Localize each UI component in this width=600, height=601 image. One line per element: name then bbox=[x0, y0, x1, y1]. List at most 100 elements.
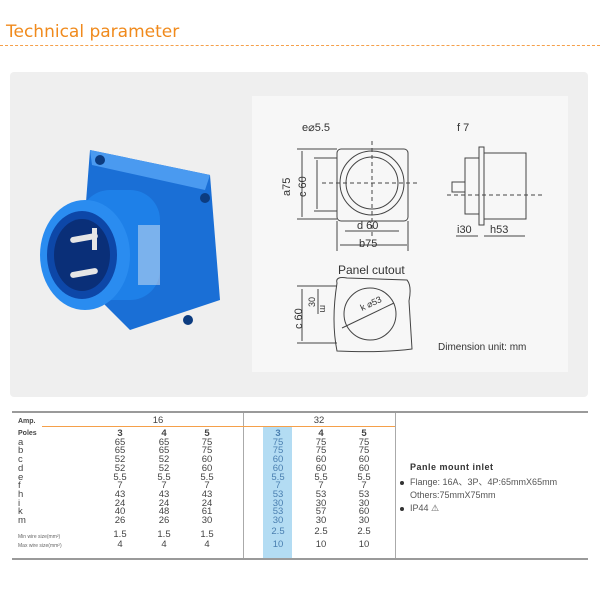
cell-16a: 7 bbox=[117, 480, 123, 492]
cell-32a: 75 bbox=[315, 445, 327, 457]
cell-32a: 75 bbox=[272, 445, 284, 457]
cell-16a: 65 bbox=[114, 445, 126, 457]
cell-32a: 75 bbox=[358, 445, 370, 457]
row-label: f bbox=[18, 480, 21, 492]
min-wire-32a: 2.5 bbox=[271, 526, 285, 537]
cell-16a: 52 bbox=[114, 454, 126, 466]
cell-32a: 30 bbox=[272, 497, 284, 509]
cell-16a: 24 bbox=[201, 497, 213, 509]
cell-16a: 52 bbox=[114, 462, 126, 474]
amp-32: 32 bbox=[313, 415, 325, 426]
cell-32a: 60 bbox=[358, 454, 370, 466]
cell-16a: 24 bbox=[158, 497, 170, 509]
cell-32a: 30 bbox=[358, 515, 370, 526]
cell-16a: 52 bbox=[158, 462, 170, 474]
poles-32: 5 bbox=[361, 428, 367, 439]
cell-16a: 75 bbox=[201, 436, 213, 448]
cell-16a: 75 bbox=[201, 445, 213, 457]
row-label: d bbox=[18, 462, 24, 474]
amp-label: Amp. bbox=[18, 418, 36, 425]
cell-32a: 30 bbox=[315, 515, 327, 526]
cell-32a: 30 bbox=[315, 497, 327, 509]
dim-c: c 60 bbox=[297, 176, 309, 197]
dim-e: e⌀5.5 bbox=[302, 122, 330, 134]
max-wire-32a: 10 bbox=[315, 539, 327, 550]
info-flange: Flange: 16A、3P、4P:65mmX65mm bbox=[398, 476, 557, 489]
info-ip: IP44 ⚠ bbox=[398, 502, 557, 515]
max-wire-32a: 10 bbox=[358, 539, 370, 550]
cell-32a: 53 bbox=[315, 488, 327, 500]
row-label: h bbox=[18, 488, 24, 500]
cell-16a: 26 bbox=[114, 515, 126, 526]
cell-16a: 5.5 bbox=[200, 471, 214, 483]
dim-c2: c 60 bbox=[293, 308, 305, 329]
cell-32a: 60 bbox=[315, 462, 327, 474]
row-label: i bbox=[18, 497, 21, 509]
min-wire-32a: 2.5 bbox=[314, 526, 328, 537]
column-divider bbox=[243, 413, 244, 558]
row-label: e bbox=[18, 471, 24, 483]
max-wire-16a: 4 bbox=[117, 539, 123, 550]
cell-16a: 43 bbox=[158, 488, 170, 500]
min-wire-label: Min wire size(mm²) bbox=[18, 534, 61, 540]
cell-32a: 5.5 bbox=[271, 471, 285, 483]
cell-16a: 60 bbox=[201, 462, 213, 474]
poles-32: 3 bbox=[275, 428, 281, 439]
dim-b: b75 bbox=[359, 238, 377, 250]
row-label: k bbox=[18, 506, 23, 518]
cell-16a: 48 bbox=[158, 506, 170, 518]
cell-16a: 5.5 bbox=[113, 471, 127, 483]
max-wire-16a: 4 bbox=[161, 539, 167, 550]
cell-32a: 75 bbox=[315, 436, 327, 448]
cell-32a: 7 bbox=[318, 480, 324, 492]
product-image bbox=[40, 150, 220, 330]
cell-32a: 75 bbox=[358, 436, 370, 448]
dim-m: m bbox=[318, 305, 328, 313]
cell-32a: 7 bbox=[275, 480, 281, 492]
info-others: Others:75mmX75mm bbox=[410, 490, 496, 500]
column-divider bbox=[395, 413, 396, 558]
row-label: c bbox=[18, 454, 23, 466]
min-wire-16a: 1.5 bbox=[113, 529, 127, 540]
cell-32a: 60 bbox=[358, 506, 370, 518]
amp-16: 16 bbox=[152, 415, 164, 426]
info-heading: Panle mount inlet bbox=[410, 462, 494, 472]
highlight-column bbox=[263, 426, 292, 558]
title-divider bbox=[0, 45, 600, 46]
cell-16a: 5.5 bbox=[157, 471, 171, 483]
max-wire-label: Max wire size(mm²) bbox=[18, 543, 62, 549]
max-wire-16a: 4 bbox=[204, 539, 210, 550]
product-info: Panle mount inlet Flange: 16A、3P、4P:65mm… bbox=[398, 462, 557, 515]
cell-32a: 30 bbox=[358, 497, 370, 509]
cell-16a: 43 bbox=[114, 488, 126, 500]
cell-32a: 30 bbox=[272, 515, 284, 526]
cell-16a: 26 bbox=[158, 515, 170, 526]
max-wire-32a: 10 bbox=[272, 539, 284, 550]
cell-16a: 43 bbox=[201, 488, 213, 500]
dim-d: d 60 bbox=[357, 220, 378, 232]
min-wire-16a: 1.5 bbox=[200, 529, 214, 540]
cell-32a: 57 bbox=[315, 506, 327, 518]
dim-h: h53 bbox=[490, 224, 508, 236]
cell-16a: 24 bbox=[114, 497, 126, 509]
header-divider bbox=[42, 426, 395, 427]
poles-16: 5 bbox=[204, 428, 210, 439]
cell-16a: 65 bbox=[158, 436, 170, 448]
cell-32a: 7 bbox=[361, 480, 367, 492]
row-label: b bbox=[18, 445, 24, 457]
dim-m30: 30 bbox=[307, 297, 317, 307]
cell-32a: 60 bbox=[315, 454, 327, 466]
cell-32a: 5.5 bbox=[357, 471, 371, 483]
cell-32a: 60 bbox=[358, 462, 370, 474]
poles-16: 4 bbox=[161, 428, 167, 439]
cell-32a: 53 bbox=[272, 506, 284, 518]
poles-16: 3 bbox=[117, 428, 123, 439]
page-title: Technical parameter bbox=[6, 22, 180, 42]
cell-32a: 5.5 bbox=[314, 471, 328, 483]
min-wire-16a: 1.5 bbox=[157, 529, 171, 540]
cell-16a: 60 bbox=[201, 454, 213, 466]
poles-label: Poles bbox=[18, 430, 37, 437]
dim-i: i30 bbox=[457, 224, 472, 236]
row-label: m bbox=[18, 515, 26, 526]
row-label: a bbox=[18, 436, 24, 448]
